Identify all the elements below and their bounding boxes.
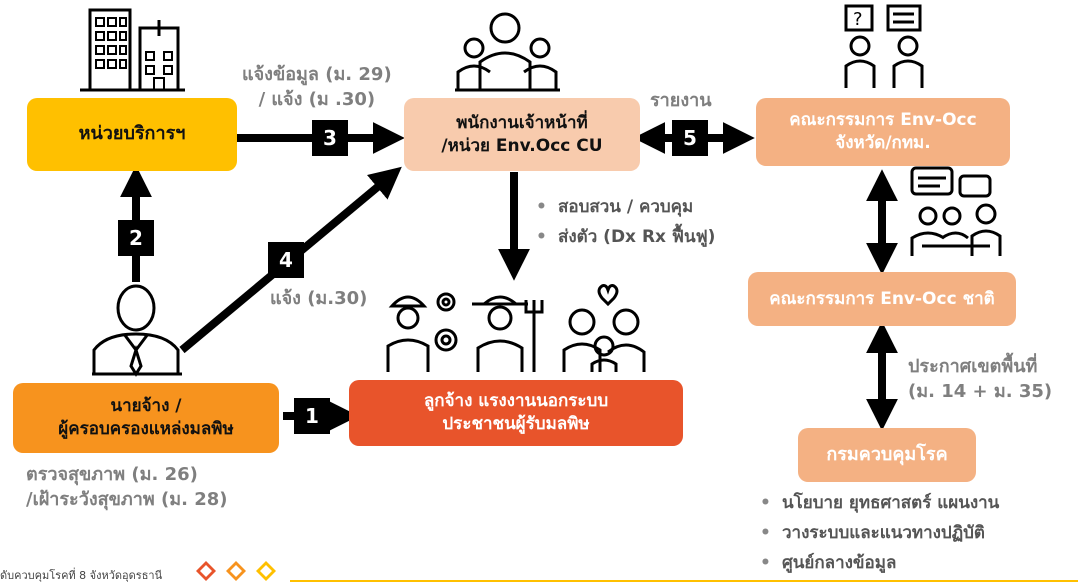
step-badge-2: 2 xyxy=(118,220,154,256)
workers-icon xyxy=(386,292,544,372)
ddc-duties-list: นโยบาย ยุทธศาสตร์ แผนงาน วางระบบและแนวทา… xyxy=(756,488,999,578)
officer-label-line1: พนักงานเจ้าหน้าที่ xyxy=(456,112,588,133)
step-badge-3: 3 xyxy=(312,120,348,156)
family-heart-icon xyxy=(562,284,646,372)
officer-label-line2: /หน่วย Env.Occ CU xyxy=(441,135,603,156)
footer-org-name: ดับควบคุมโรคที่ 8 จังหวัดอุดรธานี xyxy=(0,569,163,582)
notify-line1: แจ้งข้อมูล (ม. 29) xyxy=(242,64,392,85)
notify-30-label: แจ้ง (ม.30) xyxy=(270,288,368,309)
provincial-committee-box: คณะกรรมการ Env-Occ จังหวัด/กทม. xyxy=(756,98,1010,166)
step-badge-4: 4 xyxy=(268,242,304,278)
service-unit-box: หน่วยบริการฯ xyxy=(27,98,237,171)
employer-label-line2: ผู้ครอบครองแหล่งมลพิษ xyxy=(58,419,234,439)
ddc-box: กรมควบคุมโรค xyxy=(798,428,976,482)
ddc-label: กรมควบคุมโรค xyxy=(826,443,948,465)
notify-label: แจ้งข้อมูล (ม. 29) / แจ้ง (ม .30) xyxy=(242,62,392,112)
workers-label-line2: ประชาชนผู้รับมลพิษ xyxy=(442,414,590,434)
checkup-label: ตรวจสุขภาพ (ม. 26) /เฝ้าระวังสุขภาพ (ม. … xyxy=(26,462,227,512)
list-item: ศูนย์กลางข้อมูล xyxy=(756,548,999,578)
hospital-building-icon xyxy=(80,8,185,92)
family-group-icon xyxy=(455,12,560,92)
meeting-question-icon: ? xyxy=(844,4,924,88)
report-label: รายงาน xyxy=(650,90,712,111)
conference-icon xyxy=(910,166,1002,256)
list-item: สอบสวน / ควบคุม xyxy=(532,192,715,222)
checkup-line1: ตรวจสุขภาพ (ม. 26) xyxy=(26,464,198,485)
investigation-list: สอบสวน / ควบคุม ส่งตัว (Dx Rx ฟื้นฟู) xyxy=(532,192,715,252)
workers-box: ลูกจ้าง แรงงานนอกระบบ ประชาชนผู้รับมลพิษ xyxy=(349,380,683,446)
checkup-line2: /เฝ้าระวังสุขภาพ (ม. 28) xyxy=(26,489,228,511)
national-committee-box: คณะกรรมการ Env-Occ ชาติ xyxy=(748,272,1016,326)
notify-line2: / แจ้ง (ม .30) xyxy=(258,89,376,111)
diamond-logo-icon xyxy=(196,561,276,581)
provincial-committee-line1: คณะกรรมการ Env-Occ xyxy=(789,110,977,131)
national-committee-label: คณะกรรมการ Env-Occ ชาติ xyxy=(769,288,995,309)
list-item: วางระบบและแนวทางปฏิบัติ xyxy=(756,518,999,548)
officer-box: พนักงานเจ้าหน้าที่ /หน่วย Env.Occ CU xyxy=(404,98,640,171)
step-badge-1: 1 xyxy=(294,398,330,434)
list-item: ส่งตัว (Dx Rx ฟื้นฟู) xyxy=(532,222,715,252)
workers-label-line1: ลูกจ้าง แรงงานนอกระบบ xyxy=(423,391,609,412)
announce-line2: (ม. 14 + ม. 35) xyxy=(908,381,1053,403)
step-badge-5: 5 xyxy=(672,120,708,156)
employer-box: นายจ้าง / ผู้ครอบครองแหล่งมลพิษ xyxy=(13,383,279,453)
provincial-committee-line2: จังหวัด/กทม. xyxy=(835,133,931,153)
svg-text:?: ? xyxy=(853,9,863,30)
announce-line1: ประกาศเขตพื้นที่ xyxy=(908,356,1038,377)
announce-label: ประกาศเขตพื้นที่ (ม. 14 + ม. 35) xyxy=(908,354,1052,404)
service-unit-label: หน่วยบริการฯ xyxy=(78,123,186,145)
businessman-icon xyxy=(92,284,182,377)
employer-label-line1: นายจ้าง / xyxy=(110,396,182,417)
list-item: นโยบาย ยุทธศาสตร์ แผนงาน xyxy=(756,488,999,518)
